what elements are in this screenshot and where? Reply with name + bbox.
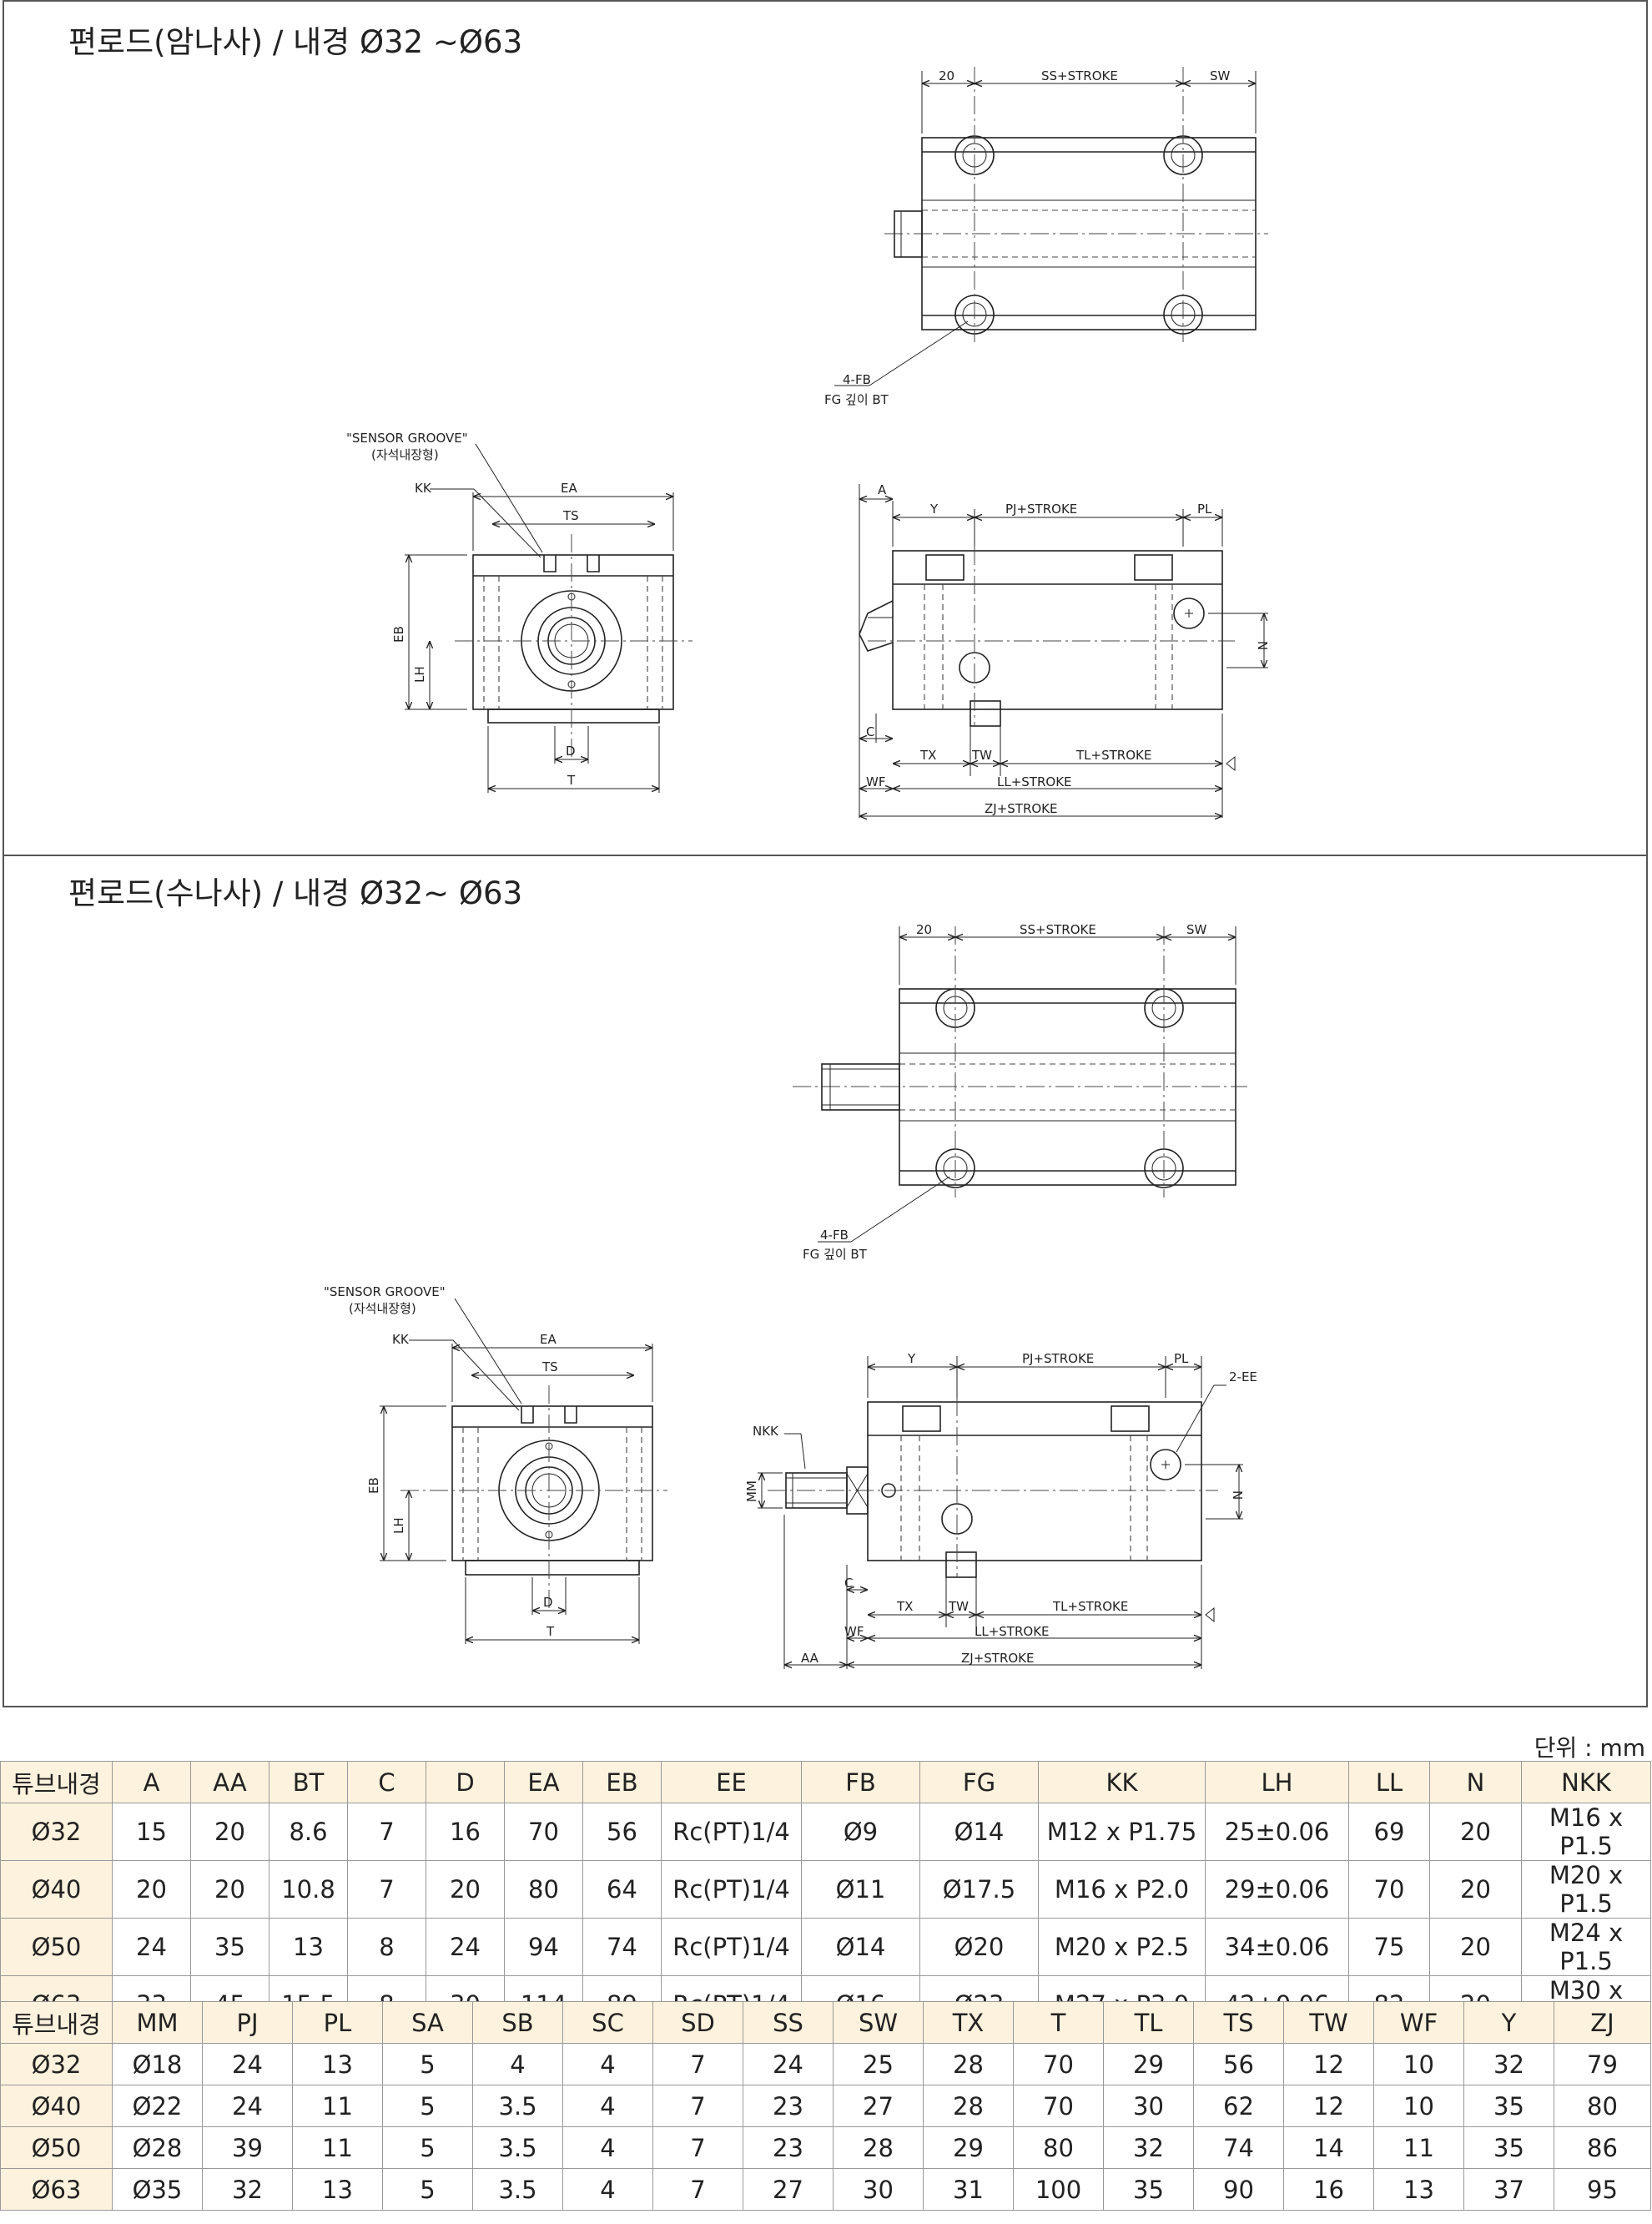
dim-lh: LH [391, 1517, 406, 1534]
dim-wf: WF [844, 1624, 864, 1639]
technical-drawing: 20 SS+STROKE SW 4-FB FG 깊이 BT EA TS EB [324, 67, 1270, 1669]
label-magnet-built-in: (자석내장형) [349, 1301, 416, 1316]
dim-eb: EB [391, 626, 406, 643]
label-nkk: NKK [753, 1424, 779, 1439]
dim-tl-stroke: TL+STROKE [1075, 748, 1151, 763]
label-2-ee: 2-EE [1229, 1369, 1257, 1384]
section-title-male-thread: 편로드(수나사) / 내경 Ø32~ Ø63 [68, 875, 523, 911]
dim-pl: PL [1174, 1351, 1189, 1366]
dim-20: 20 [916, 922, 932, 937]
dim-zj-stroke: ZJ+STROKE [961, 1651, 1035, 1666]
label-kk: KK [415, 481, 432, 496]
dim-lh: LH [412, 666, 427, 683]
side-view-2: Y PJ+STROKE PL 2-EE N NKK MM C TX TW TL+… [744, 1351, 1257, 1669]
dim-t: T [546, 1624, 555, 1639]
dim-c: C [866, 724, 874, 739]
dim-ea: EA [561, 481, 577, 496]
dim-y: Y [929, 502, 939, 517]
label-kk: KK [392, 1332, 410, 1347]
dim-pl: PL [1197, 502, 1212, 517]
label-4-fb: 4-FB [843, 372, 871, 387]
dim-sw: SW [1186, 922, 1207, 937]
label-sensor-groove: "SENSOR GROOVE" [346, 431, 468, 446]
dim-aa: AA [801, 1651, 819, 1666]
dim-n: N [1255, 641, 1270, 650]
dim-ll-stroke: LL+STROKE [997, 774, 1072, 789]
side-view-1: A Y PJ+STROKE PL N C TX TW TL+STROKE WF … [859, 482, 1270, 818]
unit-label: 단위 : mm [1534, 1734, 1645, 1762]
dim-d: D [566, 744, 576, 759]
dim-ts: TS [562, 508, 579, 523]
dim-ss-stroke: SS+STROKE [1041, 68, 1118, 83]
label-4-fb: 4-FB [820, 1228, 849, 1243]
label-sensor-groove: "SENSOR GROOVE" [324, 1284, 446, 1299]
dim-zj-stroke: ZJ+STROKE [985, 801, 1058, 816]
dim-d: D [543, 1595, 553, 1610]
dim-a: A [878, 482, 887, 497]
end-view-2: EA TS EB LH D T "SENSOR GROOVE" (자석내장형) … [324, 1284, 667, 1644]
dim-pj-stroke: PJ+STROKE [1022, 1351, 1094, 1366]
dim-mm: MM [744, 1480, 759, 1502]
dim-c: C [844, 1576, 853, 1591]
dim-y: Y [907, 1351, 916, 1366]
dim-eb: EB [366, 1477, 381, 1494]
dim-tw: TW [948, 1599, 969, 1614]
label-fg-depth: FG 깊이 BT [824, 392, 889, 407]
dim-tx: TX [919, 748, 936, 763]
dim-ts: TS [541, 1359, 558, 1374]
top-view-2: 20 SS+STROKE SW 4-FB FG 깊이 BT [793, 922, 1247, 1262]
dim-tx: TX [896, 1599, 913, 1614]
dim-t: T [567, 773, 576, 788]
dim-20: 20 [939, 68, 954, 83]
dim-ea: EA [540, 1332, 557, 1347]
dim-tw: TW [971, 748, 992, 763]
dim-n: N [1230, 1490, 1245, 1500]
dim-ll-stroke: LL+STROKE [975, 1624, 1050, 1639]
dim-sw: SW [1210, 68, 1231, 83]
dim-tl-stroke: TL+STROKE [1052, 1599, 1128, 1614]
dim-wf: WF [866, 774, 885, 789]
label-magnet-built-in: (자석내장형) [371, 447, 439, 462]
drawing-panel-male-thread [3, 855, 1648, 1707]
dim-pj-stroke: PJ+STROKE [1005, 502, 1077, 517]
top-view-1: 20 SS+STROKE SW 4-FB FG 깊이 BT [824, 67, 1268, 407]
dim-ss-stroke: SS+STROKE [1020, 922, 1096, 937]
section-title-female-thread: 편로드(암나사) / 내경 Ø32 ~Ø63 [68, 24, 523, 60]
end-view-1: EA TS EB LH D T "SENSOR GROOVE" (자석내장형) … [346, 431, 693, 793]
label-fg-depth: FG 깊이 BT [803, 1247, 868, 1262]
